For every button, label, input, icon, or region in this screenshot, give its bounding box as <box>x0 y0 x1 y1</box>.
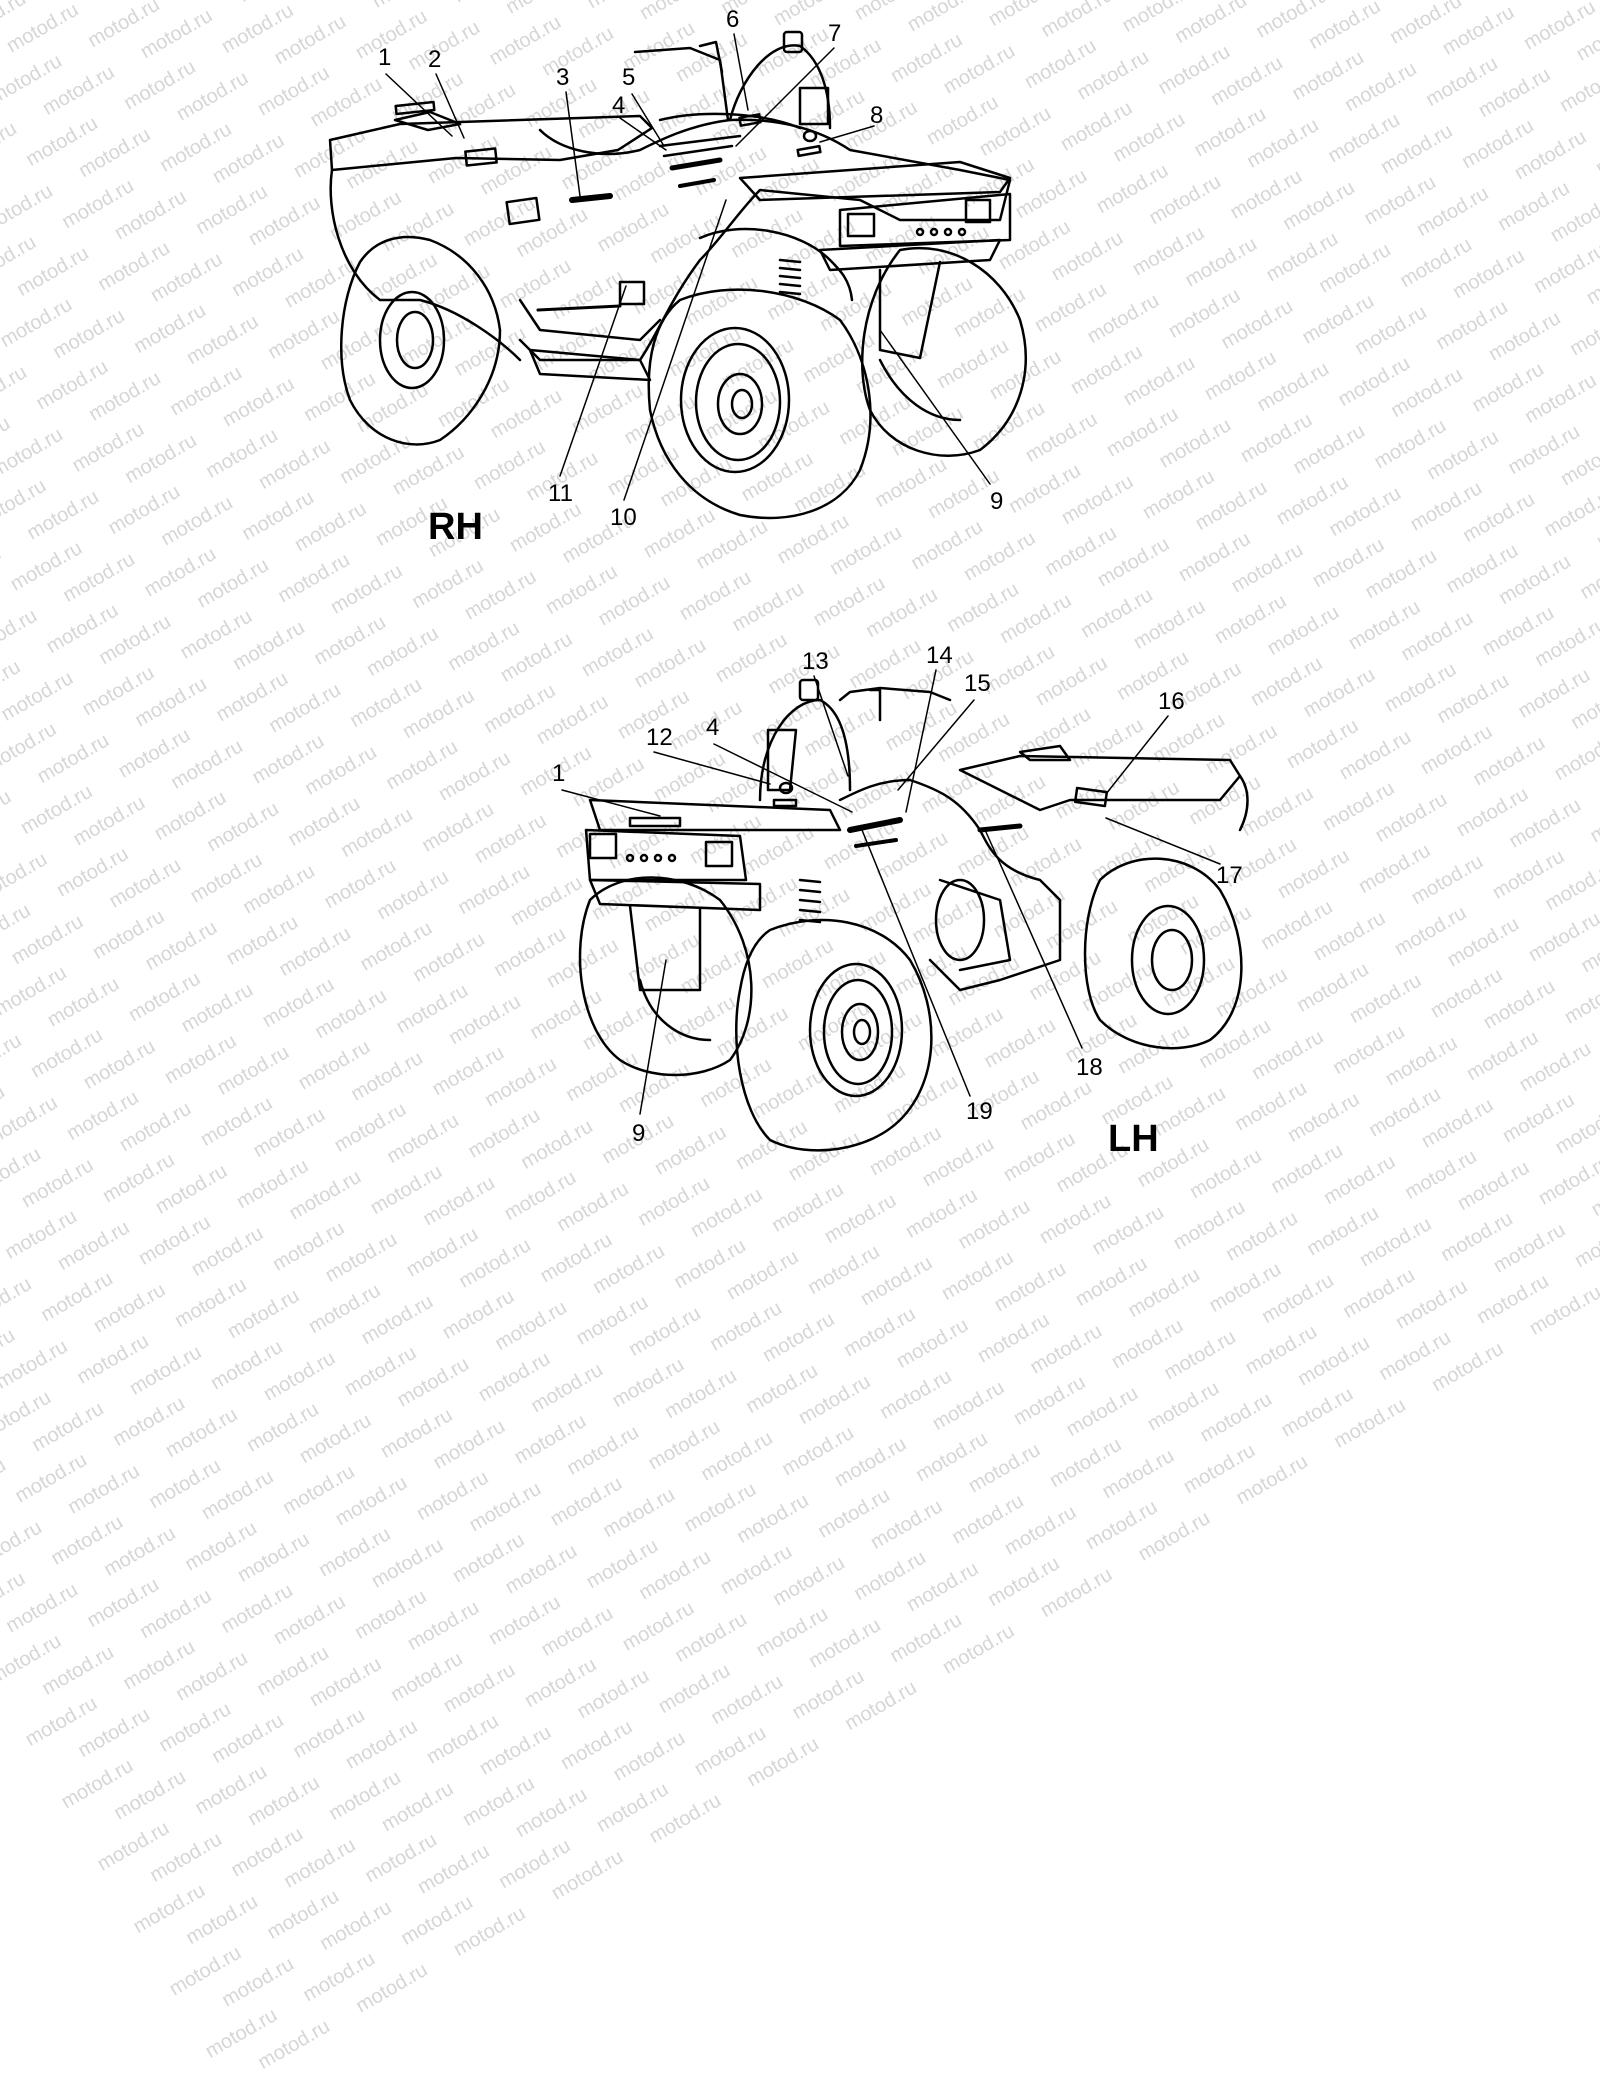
view-label-rh: RH <box>428 506 483 548</box>
rh-body <box>328 30 1012 382</box>
callout-lh-14: 14 <box>926 642 953 669</box>
leader-line <box>879 329 991 485</box>
leader-line <box>733 33 749 111</box>
callout-lh-1: 1 <box>552 760 566 787</box>
callout-rh-6: 6 <box>726 6 740 33</box>
callout-rh-3: 3 <box>556 64 570 91</box>
leader-line <box>623 199 727 501</box>
atv-rh-drawing <box>328 30 1027 520</box>
atv-lh-drawing <box>578 678 1249 1152</box>
leader-line <box>435 73 465 139</box>
leader-line <box>565 91 581 197</box>
callout-leader-lines <box>385 33 1221 1115</box>
atv-decal-diagram <box>328 30 1249 1152</box>
lh-body <box>584 678 1249 992</box>
callout-lh-18: 18 <box>1076 1054 1103 1081</box>
callout-lh-13: 13 <box>802 648 829 675</box>
callout-lh-17: 17 <box>1216 862 1243 889</box>
callout-lh-9: 9 <box>632 1120 646 1147</box>
callout-lh-4: 4 <box>706 714 720 741</box>
leader-line <box>985 831 1083 1049</box>
leader-line <box>1105 715 1169 795</box>
leader-line <box>897 699 975 791</box>
view-label-lh: LH <box>1108 1118 1159 1160</box>
leader-line <box>861 829 971 1097</box>
callout-lh-19: 19 <box>966 1098 993 1125</box>
rh-rear-wheel <box>340 235 502 446</box>
leader-line <box>735 47 835 147</box>
rh-front-left-wheel <box>647 288 872 520</box>
leader-line <box>559 285 627 477</box>
leader-line <box>385 73 453 137</box>
callout-rh-5: 5 <box>622 64 636 91</box>
rh-front-wheel <box>861 246 1027 457</box>
callout-rh-10: 10 <box>610 504 637 531</box>
callout-lh-15: 15 <box>964 670 991 697</box>
callout-lh-12: 12 <box>646 724 673 751</box>
leader-line <box>1105 817 1221 865</box>
leader-line <box>631 93 665 147</box>
callout-rh-8: 8 <box>870 102 884 129</box>
leader-line <box>819 125 875 143</box>
leader-line <box>619 117 667 151</box>
callout-rh-11: 11 <box>548 480 573 507</box>
callout-rh-9: 9 <box>990 488 1004 515</box>
leader-line <box>713 743 853 813</box>
callout-rh-2: 2 <box>428 46 442 73</box>
leader-line <box>561 789 661 817</box>
callout-lh-16: 16 <box>1158 688 1185 715</box>
lh-rear-wheel <box>1083 857 1243 1050</box>
callout-rh-1: 1 <box>378 44 392 71</box>
callout-rh-7: 7 <box>828 20 842 47</box>
leader-line <box>813 675 849 777</box>
lh-front-right-wheel <box>735 918 933 1152</box>
leader-line <box>639 959 667 1115</box>
leader-line <box>905 669 937 813</box>
leader-line <box>653 751 771 785</box>
callout-rh-4: 4 <box>612 92 626 119</box>
